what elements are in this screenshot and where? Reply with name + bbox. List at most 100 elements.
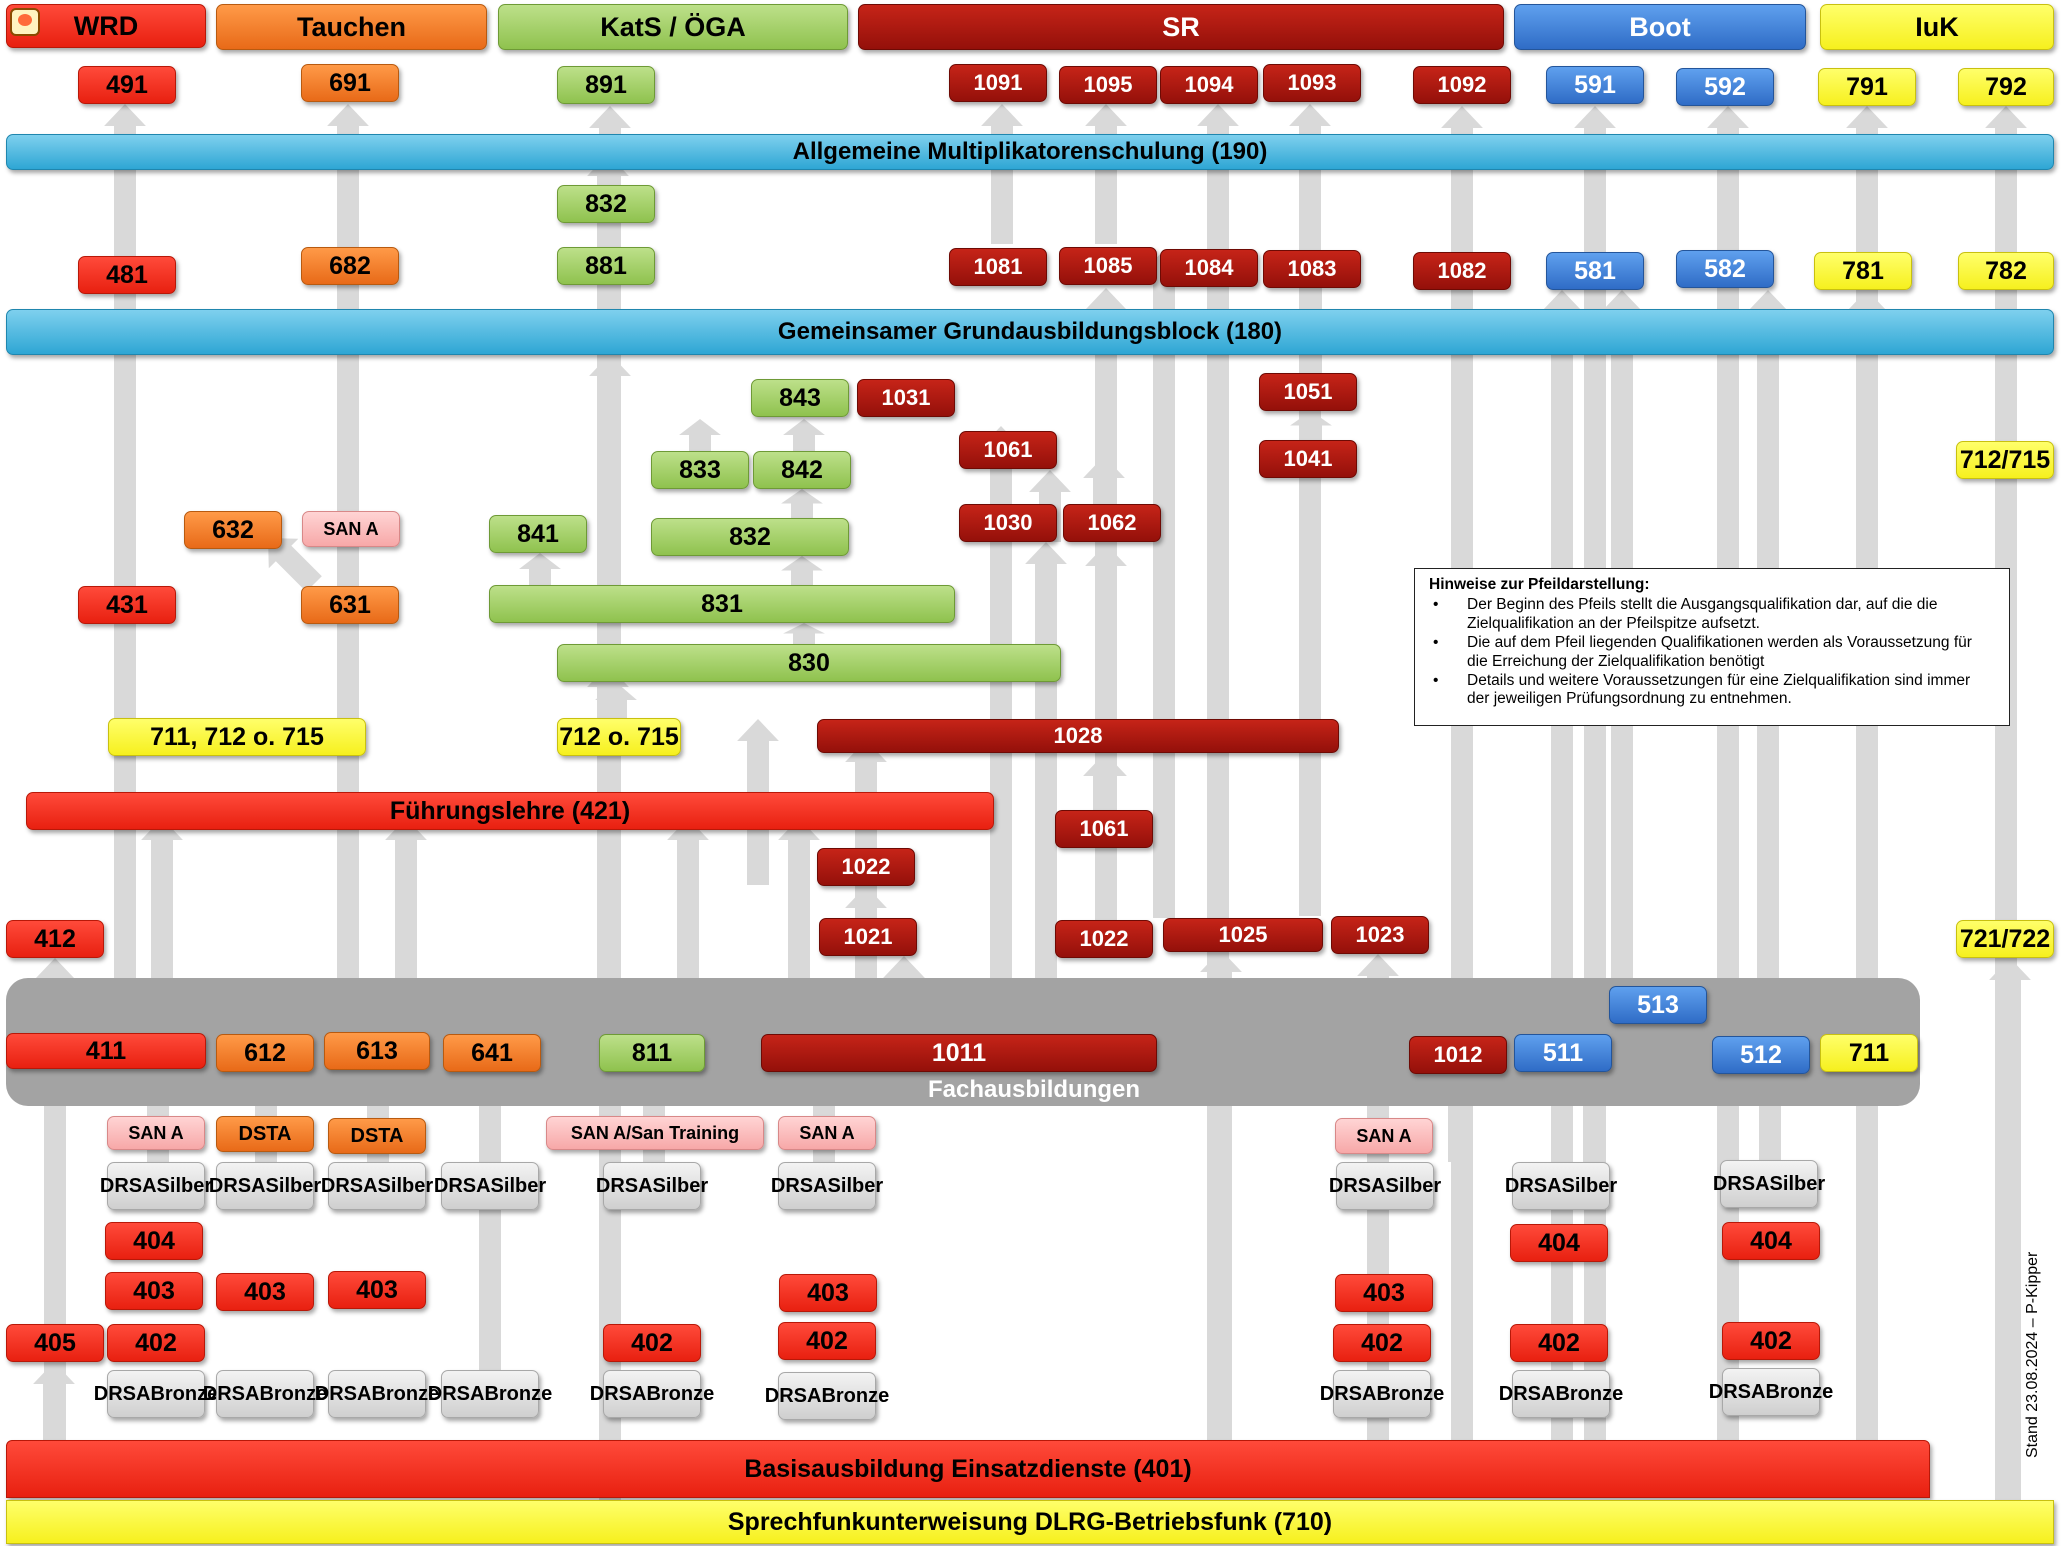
box-881: 881 bbox=[557, 247, 655, 285]
box-782: 782 bbox=[1958, 252, 2054, 290]
arrow bbox=[781, 489, 823, 518]
box-712-o-715: 712 o. 715 bbox=[557, 718, 681, 756]
box-712-715-right: 712/715 bbox=[1956, 441, 2054, 479]
box-511: 511 bbox=[1514, 1034, 1612, 1072]
box-641: 641 bbox=[443, 1034, 541, 1072]
arrow bbox=[33, 1362, 75, 1440]
arrow bbox=[679, 419, 721, 451]
speech-bubble-icon bbox=[10, 8, 40, 36]
arrow bbox=[783, 419, 825, 451]
arrow bbox=[1083, 456, 1125, 504]
box-431: 431 bbox=[78, 586, 176, 624]
box-dsta-612: DSTA bbox=[216, 1116, 314, 1152]
box-403-sr: 403 bbox=[779, 1274, 877, 1312]
box-404-wrd: 404 bbox=[105, 1222, 203, 1260]
box-711-712-715: 711, 712 o. 715 bbox=[108, 718, 366, 756]
box-841: 841 bbox=[489, 515, 587, 553]
note-item: Der Beginn des Pfeils stellt die Ausgang… bbox=[1433, 596, 1995, 634]
box-402-1012: 402 bbox=[1333, 1324, 1431, 1362]
arrow bbox=[1989, 958, 2031, 1500]
band-grundausbildungsblock: Gemeinsamer Grundausbildungsblock (180) bbox=[6, 309, 2054, 355]
box-613: 613 bbox=[324, 1032, 430, 1070]
box-491: 491 bbox=[78, 66, 176, 104]
arrow bbox=[1441, 106, 1483, 1440]
box-1062: 1062 bbox=[1063, 504, 1161, 542]
arrow bbox=[589, 354, 631, 1502]
box-691: 691 bbox=[301, 64, 399, 102]
box-1082: 1082 bbox=[1413, 252, 1511, 290]
arrow bbox=[783, 623, 825, 644]
box-1061-lower: 1061 bbox=[1055, 810, 1153, 848]
box-1022-upper: 1022 bbox=[817, 848, 915, 886]
box-1081: 1081 bbox=[949, 248, 1047, 286]
arrow bbox=[981, 104, 1023, 244]
box-832-top: 832 bbox=[557, 185, 655, 223]
box-403-613: 403 bbox=[328, 1271, 426, 1309]
box-405: 405 bbox=[6, 1324, 104, 1362]
box-721-722: 721/722 bbox=[1956, 920, 2054, 958]
header-sr: SR bbox=[858, 4, 1504, 50]
box-1021: 1021 bbox=[819, 918, 917, 956]
box-792: 792 bbox=[1958, 68, 2054, 106]
box-dsta-613: DSTA bbox=[328, 1118, 426, 1154]
box-832: 832 bbox=[651, 518, 849, 556]
box-1093: 1093 bbox=[1263, 64, 1361, 102]
box-403-wrd: 403 bbox=[105, 1272, 203, 1310]
arrow bbox=[268, 538, 322, 592]
arrow bbox=[519, 553, 561, 585]
box-682: 682 bbox=[301, 247, 399, 285]
arrow bbox=[1541, 290, 1583, 1440]
arrow bbox=[595, 682, 637, 718]
box-san-a-san-training: SAN A/San Training bbox=[546, 1116, 764, 1150]
arrow bbox=[104, 104, 146, 1034]
header-boot: Boot bbox=[1514, 4, 1806, 50]
arrow bbox=[469, 1072, 511, 1370]
band-multiplikatorenschulung: Allgemeine Multiplikatorenschulung (190) bbox=[6, 134, 2054, 170]
box-631: 631 bbox=[301, 586, 399, 624]
box-1051: 1051 bbox=[1259, 373, 1357, 411]
arrow bbox=[1289, 104, 1331, 916]
box-1025: 1025 bbox=[1163, 918, 1323, 952]
box-781: 781 bbox=[1814, 252, 1912, 290]
box-404-512: 404 bbox=[1722, 1222, 1820, 1260]
box-1031: 1031 bbox=[857, 379, 955, 417]
note-item: Details und weitere Voraussetzungen für … bbox=[1433, 672, 1995, 710]
header-iuk: IuK bbox=[1820, 4, 2054, 50]
box-402-512: 402 bbox=[1722, 1322, 1820, 1360]
box-402-sr: 402 bbox=[778, 1322, 876, 1360]
box-412: 412 bbox=[6, 920, 104, 958]
box-403-612: 403 bbox=[216, 1273, 314, 1311]
box-830: 830 bbox=[557, 644, 1061, 682]
arrow bbox=[1025, 542, 1067, 1034]
box-512: 512 bbox=[1712, 1036, 1810, 1074]
arrow bbox=[327, 104, 369, 1032]
box-891: 891 bbox=[557, 66, 655, 104]
box-1011: 1011 bbox=[761, 1034, 1157, 1072]
box-1023: 1023 bbox=[1331, 916, 1429, 954]
box-san-a-1012: SAN A bbox=[1335, 1118, 1433, 1154]
box-1012: 1012 bbox=[1409, 1036, 1507, 1074]
box-1092: 1092 bbox=[1413, 66, 1511, 104]
box-san-a-sr: SAN A bbox=[778, 1116, 876, 1150]
arrow bbox=[1085, 104, 1127, 244]
box-1091: 1091 bbox=[949, 64, 1047, 102]
box-831: 831 bbox=[489, 585, 955, 623]
box-843: 843 bbox=[751, 379, 849, 417]
box-402-wrd: 402 bbox=[107, 1324, 205, 1362]
box-1095: 1095 bbox=[1059, 66, 1157, 104]
header-kats: KatS / ÖGA bbox=[498, 4, 848, 50]
box-1084: 1084 bbox=[1160, 249, 1258, 287]
